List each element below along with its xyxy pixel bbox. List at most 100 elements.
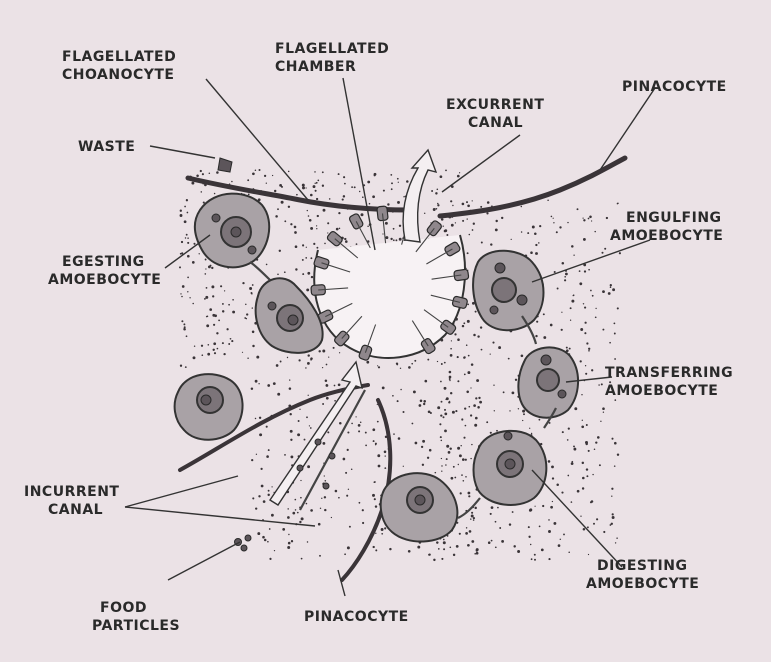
label-flagellated-choanocyte: FLAGELLATED CHOANOCYTE (62, 49, 182, 83)
stipple-dot (375, 533, 376, 534)
stipple-dot (344, 553, 346, 555)
stipple-dot (565, 273, 568, 276)
stipple-dot (469, 234, 471, 236)
stipple-dot (298, 420, 300, 422)
stipple-dot (266, 183, 267, 184)
stipple-dot (470, 414, 472, 416)
stipple-dot (492, 342, 494, 344)
stipple-dot (343, 195, 345, 197)
stipple-dot (585, 365, 586, 366)
stipple-dot (611, 488, 613, 490)
stipple-dot (468, 492, 471, 495)
stipple-dot (481, 349, 483, 351)
stipple-dot (306, 416, 308, 418)
stipple-dot (284, 271, 286, 273)
stipple-dot (277, 208, 279, 210)
stipple-dot (180, 210, 182, 212)
stipple-dot (185, 366, 187, 368)
stipple-dot (470, 458, 471, 459)
stipple-dot (294, 231, 297, 234)
stipple-dot (441, 401, 443, 403)
stipple-dot (441, 458, 442, 459)
stipple-dot (268, 449, 270, 451)
stipple-dot (385, 236, 388, 239)
stipple-dot (613, 322, 615, 324)
stipple-dot (443, 541, 446, 544)
stipple-dot (288, 171, 290, 173)
label-engulfing-amoebocyte: ENGULFING AMOEBOCYTE (610, 210, 727, 244)
stipple-dot (577, 208, 579, 210)
stipple-dot (608, 292, 611, 295)
stipple-dot (444, 413, 447, 416)
stipple-dot (617, 203, 618, 204)
stipple-dot (296, 194, 298, 196)
stipple-dot (251, 459, 253, 461)
stipple-dot (480, 206, 482, 208)
stipple-dot (561, 312, 562, 313)
stipple-dot (193, 243, 195, 245)
stipple-dot (390, 174, 392, 176)
stipple-dot (180, 365, 182, 367)
stipple-dot (222, 310, 224, 312)
stipple-dot (457, 447, 460, 450)
stipple-dot (584, 307, 586, 309)
stipple-dot (307, 362, 310, 365)
stipple-dot (310, 257, 312, 259)
stipple-dot (566, 347, 568, 349)
stipple-dot (591, 220, 592, 221)
stipple-dot (214, 193, 216, 195)
stipple-dot (614, 333, 616, 335)
stipple-dot (326, 364, 328, 366)
stipple-dot (297, 433, 300, 436)
stipple-dot (384, 451, 387, 454)
stipple-dot (324, 509, 326, 511)
stipple-dot (277, 393, 280, 396)
stipple-dot (260, 468, 262, 470)
stipple-dot (476, 549, 478, 551)
stipple-dot (604, 248, 606, 250)
stipple-dot (437, 204, 439, 206)
stipple-dot (316, 228, 317, 229)
stipple-dot (561, 492, 563, 494)
stipple-dot (441, 363, 443, 365)
stipple-dot (591, 369, 593, 371)
stipple-dot (345, 240, 348, 243)
stipple-dot (209, 172, 211, 174)
stipple-dot (295, 499, 297, 501)
stipple-dot (318, 523, 321, 526)
stipple-dot (287, 516, 290, 519)
stipple-dot (501, 217, 503, 219)
stipple-dot (304, 439, 306, 441)
stipple-dot (334, 385, 336, 387)
stipple-dot (276, 364, 279, 367)
stipple-dot (476, 379, 479, 382)
stipple-dot (302, 186, 305, 189)
stipple-dot (606, 217, 608, 219)
stipple-dot (200, 170, 202, 172)
stipple-dot (338, 212, 340, 214)
stipple-dot (378, 366, 380, 368)
stipple-dot (488, 541, 491, 544)
stipple-dot (367, 225, 369, 227)
stipple-dot (582, 217, 583, 218)
stipple-dot (588, 269, 590, 271)
stipple-dot (180, 253, 182, 255)
stipple-dot (258, 495, 260, 497)
stipple-dot (299, 521, 301, 523)
stipple-dot (267, 494, 269, 496)
stipple-dot (366, 361, 369, 364)
stipple-dot (437, 189, 439, 191)
stipple-dot (446, 397, 449, 400)
stipple-dot (468, 355, 470, 357)
stipple-dot (372, 494, 375, 497)
stipple-dot (564, 279, 566, 281)
stipple-dot (187, 277, 189, 279)
stipple-dot (582, 477, 585, 480)
stipple-dot (471, 444, 472, 445)
stipple-dot (251, 387, 253, 389)
stipple-dot (398, 182, 399, 183)
stipple-dot (249, 287, 252, 290)
stipple-dot (615, 542, 616, 543)
stipple-dot (387, 203, 389, 205)
stipple-dot (490, 432, 492, 434)
